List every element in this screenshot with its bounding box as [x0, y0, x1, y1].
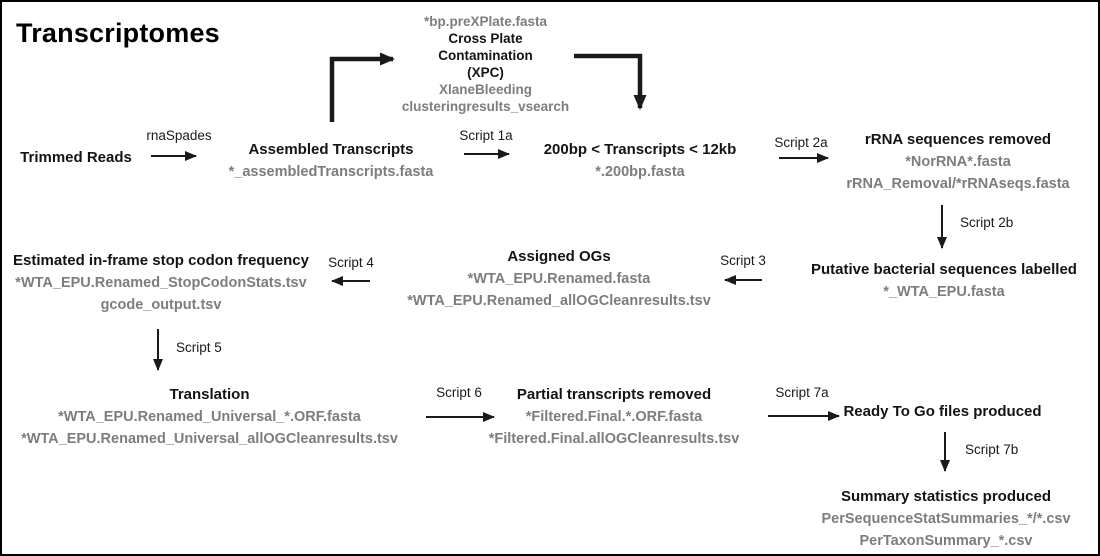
edge-label-script-7a: Script 7a [775, 385, 829, 400]
node-title: Assembled Transcripts [248, 141, 414, 158]
node-title: Summary statistics produced [840, 488, 1052, 505]
node-file: *WTA_EPU.Renamed_allOGCleanresults.tsv [407, 293, 711, 309]
node-title: Assigned OGs [507, 248, 611, 265]
node-title-line: (XPC) [467, 65, 504, 80]
node-file: *_WTA_EPU.fasta [883, 284, 1005, 300]
node-title: Ready To Go files produced [843, 403, 1042, 420]
node-assembled-transcripts: Assembled Transcripts *_assembledTranscr… [200, 138, 462, 183]
node-translation: Translation *WTA_EPU.Renamed_Universal_*… [7, 383, 412, 450]
node-title: Partial transcripts removed [516, 386, 712, 403]
edge-label-script-6: Script 6 [436, 385, 482, 400]
edge-label-script-1a: Script 1a [459, 128, 513, 143]
node-ready-to-go: Ready To Go files produced [830, 400, 1055, 423]
edge-label-script-3: Script 3 [720, 253, 766, 268]
node-assigned-ogs: Assigned OGs *WTA_EPU.Renamed.fasta *WTA… [390, 245, 728, 312]
node-size-filter: 200bp < Transcripts < 12kb *.200bp.fasta [520, 138, 760, 183]
node-file: *.200bp.fasta [595, 164, 685, 180]
node-file: *Filtered.Final.*.ORF.fasta [525, 409, 703, 425]
node-file: rRNA_Removal/*rRNAseqs.fasta [846, 176, 1070, 192]
node-file: *WTA_EPU.Renamed.fasta [467, 271, 651, 287]
node-xpc: *bp.preXPlate.fasta Cross Plate Contamin… [358, 13, 613, 115]
node-trimmed-reads: Trimmed Reads [12, 146, 140, 169]
node-file: gcode_output.tsv [100, 297, 222, 313]
node-title-line: Cross Plate [448, 31, 523, 46]
node-title: 200bp < Transcripts < 12kb [543, 141, 737, 158]
node-file: clusteringresults_vsearch [401, 99, 570, 114]
node-summary-stats: Summary statistics produced PerSequenceS… [800, 485, 1092, 552]
node-putative-bacterial: Putative bacterial sequences labelled *_… [795, 258, 1093, 303]
node-file: *WTA_EPU.Renamed_StopCodonStats.tsv [15, 275, 307, 291]
node-stop-codon: Estimated in-frame stop codon frequency … [2, 249, 320, 316]
edge-label-script-7b: Script 7b [965, 442, 1019, 457]
node-title: Estimated in-frame stop codon frequency [13, 252, 309, 269]
page-title: Transcriptomes [16, 18, 220, 48]
edge-label-script-5: Script 5 [176, 340, 222, 355]
node-file: *Filtered.Final.allOGCleanresults.tsv [488, 431, 740, 447]
node-file: XlaneBleeding [438, 82, 533, 97]
node-title: Translation [169, 386, 250, 403]
edge-label-script-4: Script 4 [328, 255, 374, 270]
node-file: *_assembledTranscripts.fasta [228, 164, 434, 180]
edge-label-script-2a: Script 2a [774, 135, 828, 150]
node-title: Trimmed Reads [20, 149, 132, 166]
node-title: Putative bacterial sequences labelled [811, 261, 1077, 278]
node-file: *bp.preXPlate.fasta [423, 14, 548, 29]
node-file: *NorRNA*.fasta [905, 154, 1011, 170]
edge-label-rnaspades: rnaSpades [146, 128, 212, 143]
node-file: PerTaxonSummary_*.csv [859, 533, 1033, 549]
node-partial-removed: Partial transcripts removed *Filtered.Fi… [479, 383, 749, 450]
edge-label-script-2b: Script 2b [960, 215, 1014, 230]
node-title: rRNA sequences removed [864, 131, 1052, 148]
node-title-line: Contamination [438, 48, 533, 63]
node-file: *WTA_EPU.Renamed_Universal_allOGCleanres… [21, 431, 398, 447]
node-file: *WTA_EPU.Renamed_Universal_*.ORF.fasta [58, 409, 361, 425]
node-rrna-removed: rRNA sequences removed *NorRNA*.fasta rR… [824, 128, 1092, 195]
node-file: PerSequenceStatSummaries_*/*.csv [821, 511, 1071, 527]
